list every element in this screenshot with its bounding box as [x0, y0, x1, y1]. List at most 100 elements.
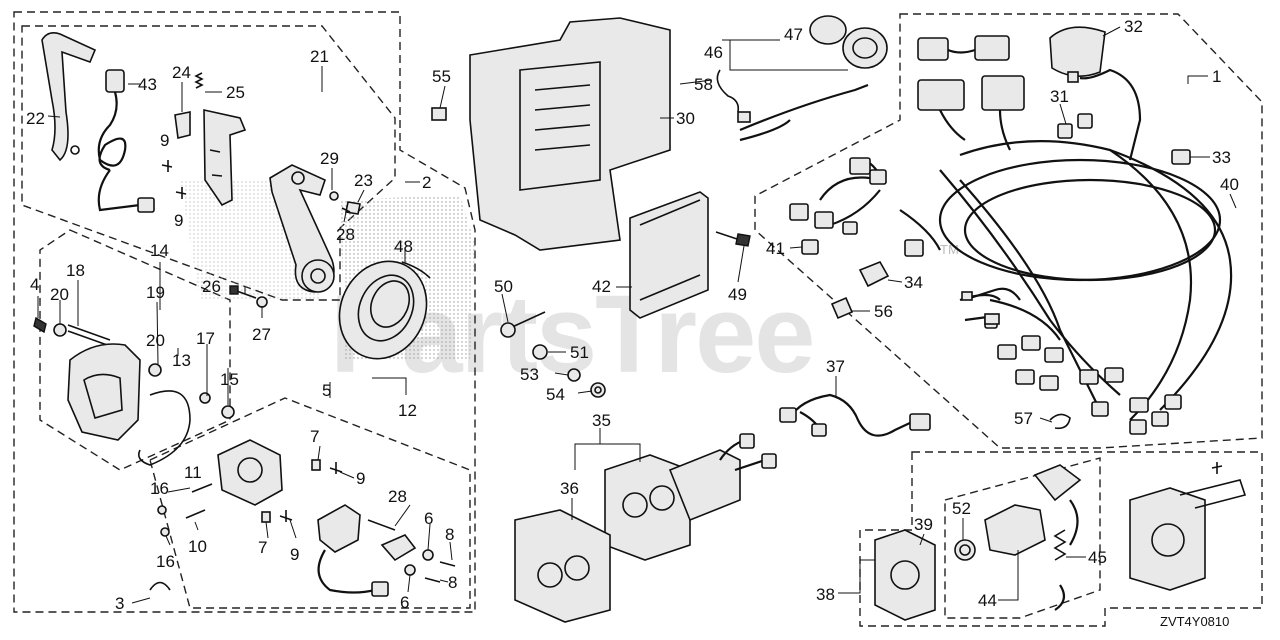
frame-lever-group [21, 25, 396, 301]
screw-8a [439, 561, 456, 567]
callout-2: 2 [422, 173, 431, 192]
callout-5: 5 [322, 381, 331, 400]
screw-9d [279, 510, 293, 522]
callout-6b: 6 [400, 593, 409, 612]
cap-32 [1049, 26, 1106, 77]
cap-41 [801, 239, 819, 255]
callout-15: 15 [220, 370, 239, 389]
nut-52 [954, 539, 976, 561]
trademark: TM [940, 242, 959, 257]
diagram-code: ZVT4Y0810 [1160, 614, 1229, 629]
callout-7b: 7 [258, 538, 267, 557]
housing-19 [67, 343, 141, 441]
callout-24: 24 [172, 63, 191, 82]
callout-20a: 20 [50, 285, 69, 304]
cap-46 [842, 27, 888, 69]
bracket-6 [380, 534, 417, 562]
bolt-50 [509, 311, 546, 329]
callout-53: 53 [520, 365, 539, 384]
callout-19: 19 [146, 283, 165, 302]
callout-30: 30 [676, 109, 695, 128]
pin-10 [185, 509, 206, 519]
harness-branch-4 [989, 298, 1061, 341]
harness-branch-5 [1109, 149, 1193, 421]
washer-54 [590, 382, 606, 398]
frame-panel-group [859, 451, 1263, 627]
plug-31b [1057, 123, 1073, 139]
control-unit-42 [629, 191, 709, 319]
callout-31: 31 [1050, 87, 1069, 106]
callout-9d: 9 [290, 545, 299, 564]
cover-39 [874, 529, 936, 621]
washer-27 [256, 296, 268, 308]
clip-55 [431, 107, 447, 121]
callout-labels: 1 2 3 4 5 6 6 7 7 8 8 9 9 9 9 10 11 12 1… [26, 17, 1239, 613]
wire-46 [739, 83, 869, 132]
callout-39: 39 [914, 515, 933, 534]
clip-3 [149, 581, 171, 591]
harness-loop-1 [938, 158, 1222, 282]
plate-24 [174, 111, 191, 139]
callout-18: 18 [66, 261, 85, 280]
callout-52: 52 [952, 499, 971, 518]
callout-16b: 16 [156, 552, 175, 571]
callout-27: 27 [252, 325, 271, 344]
screw-9a [161, 160, 173, 172]
arm-hub [301, 259, 335, 293]
cover-36 [514, 509, 611, 623]
harness-branch-2 [939, 169, 1121, 396]
callout-16a: 16 [150, 479, 169, 498]
plug-34 [858, 260, 890, 288]
callout-33: 33 [1212, 148, 1231, 167]
callout-29: 29 [320, 149, 339, 168]
switch-body-44 [984, 504, 1046, 556]
holder-right [1129, 487, 1206, 591]
callout-32: 32 [1124, 17, 1143, 36]
callout-44: 44 [978, 591, 997, 610]
harness-1-connectors [917, 35, 1025, 151]
callout-23: 23 [354, 171, 373, 190]
nut-16a [157, 505, 167, 515]
callout-38: 38 [816, 585, 835, 604]
callout-8a: 8 [445, 525, 454, 544]
callout-49: 49 [728, 285, 747, 304]
washer-20a [53, 323, 67, 337]
callout-22: 22 [26, 109, 45, 128]
callout-21: 21 [310, 47, 329, 66]
bracket-21a [203, 108, 247, 207]
callout-36: 36 [560, 479, 579, 498]
lever-hole [70, 145, 80, 155]
clip-48 [401, 261, 431, 279]
frame-left-group [13, 11, 476, 613]
callout-48: 48 [394, 237, 413, 256]
callout-25: 25 [226, 83, 245, 102]
callout-45: 45 [1088, 548, 1107, 567]
callout-1: 1 [1212, 67, 1221, 86]
spring-17 [137, 390, 191, 466]
callout-17: 17 [196, 329, 215, 348]
callout-3: 3 [115, 594, 124, 613]
callout-20b: 20 [146, 331, 165, 350]
bolt-4 [33, 316, 47, 334]
callout-41: 41 [766, 239, 785, 258]
callout-28a: 28 [336, 225, 355, 244]
callout-46: 46 [704, 43, 723, 62]
screw-28b [367, 519, 396, 531]
callout-51: 51 [570, 343, 589, 362]
frame-switch-inner [944, 457, 1101, 619]
nut-51 [532, 344, 548, 360]
callout-43: 43 [138, 75, 157, 94]
harness-branch-1 [959, 140, 1233, 411]
harness-loop-2 [963, 178, 1217, 282]
spring-45 [1053, 529, 1067, 561]
clip-7b [261, 511, 271, 523]
callout-42: 42 [592, 277, 611, 296]
clip-7a [311, 459, 321, 471]
callout-47: 47 [784, 25, 803, 44]
callout-4: 4 [30, 275, 39, 294]
switch-5 [317, 504, 361, 553]
lever-bracket-22 [41, 32, 97, 162]
frame-switch-group [149, 397, 471, 609]
clip-23 [345, 201, 361, 215]
nut-16b [160, 527, 170, 537]
